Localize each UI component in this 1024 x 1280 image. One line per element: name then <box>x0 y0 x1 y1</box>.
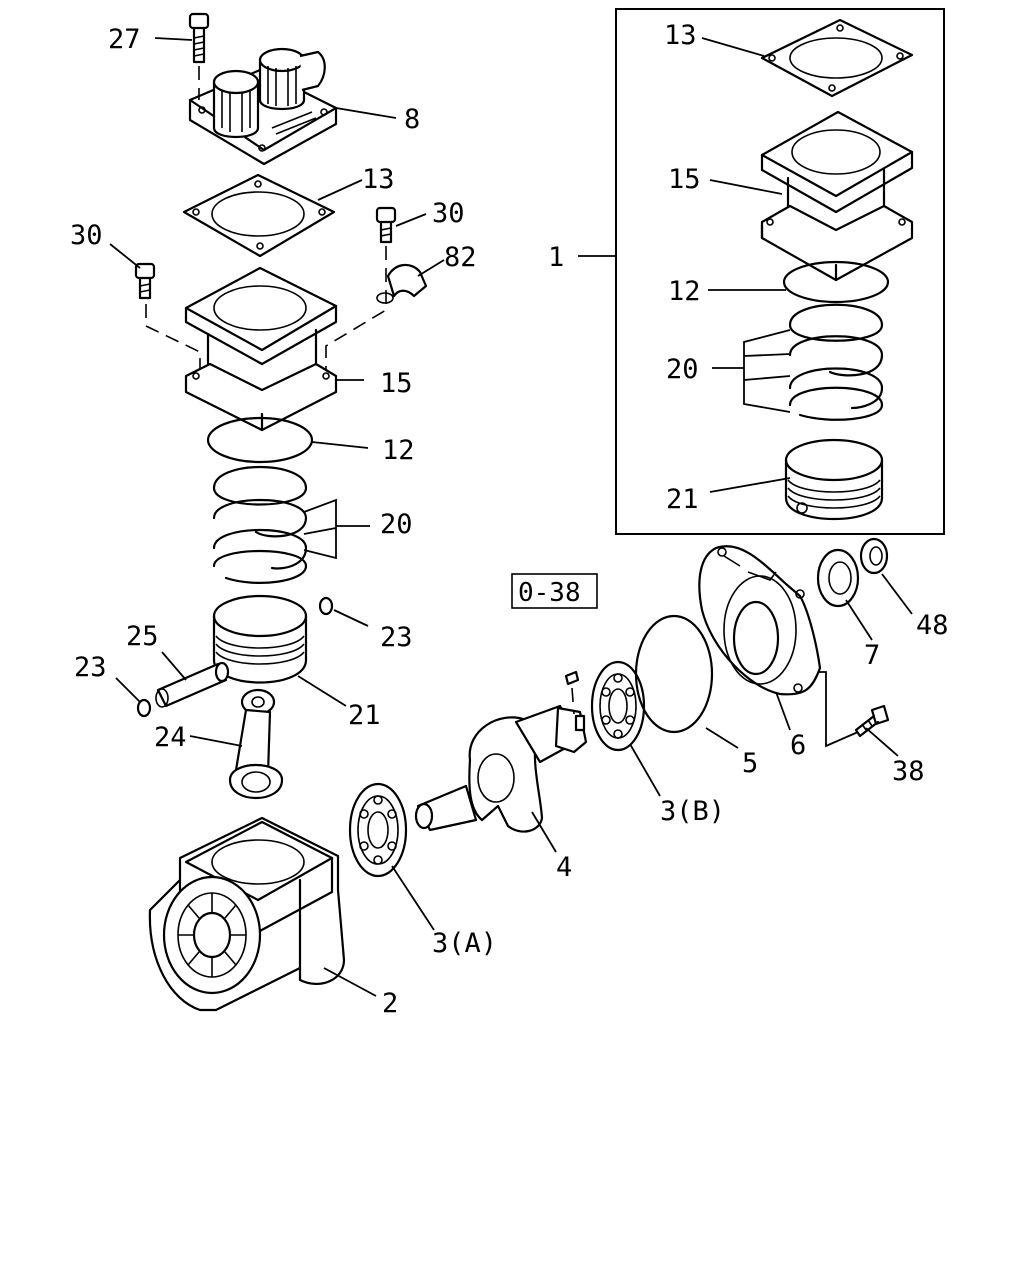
kit-callout-15: 15 <box>668 164 701 195</box>
callout-23-right: 23 <box>380 622 413 653</box>
callout-8: 8 <box>404 104 420 135</box>
kit-piston-21 <box>784 438 884 520</box>
piston-pin-25 <box>155 661 230 708</box>
cylinder-head-8 <box>188 47 338 166</box>
kit-callout-12: 12 <box>668 276 701 307</box>
snap-ring-23-left <box>136 698 152 718</box>
kit-piston-rings-20 <box>788 303 884 421</box>
callout-48: 48 <box>916 610 949 641</box>
cylinder-15 <box>184 266 338 432</box>
gasket-12 <box>206 416 314 464</box>
kit-gasket-12 <box>782 260 890 304</box>
callout-27: 27 <box>108 24 141 55</box>
gasket-13 <box>182 173 336 258</box>
callout-30-right: 30 <box>432 198 465 229</box>
oil-seal-7 <box>816 548 860 608</box>
crankcase-2 <box>148 816 346 1012</box>
callout-23-left: 23 <box>74 652 107 683</box>
bolt-30-left <box>134 262 201 376</box>
bolt-38 <box>854 704 890 738</box>
callout-6: 6 <box>790 730 806 761</box>
callout-30-left: 30 <box>70 220 103 251</box>
piston-rings-20 <box>212 466 308 584</box>
kit-callout-21: 21 <box>666 484 699 515</box>
bearing-3b <box>590 660 646 752</box>
callout-20: 20 <box>380 509 413 540</box>
callout-24: 24 <box>154 722 187 753</box>
kit-box <box>615 8 945 535</box>
bolt-27 <box>188 12 210 100</box>
callout-13: 13 <box>362 164 395 195</box>
leader-lines <box>109 37 913 997</box>
snap-ring-23-right <box>318 596 334 616</box>
kit-callout-13: 13 <box>664 20 697 51</box>
connecting-rod-24 <box>228 688 284 800</box>
callout-5: 5 <box>742 748 758 779</box>
bearing-cover-6 <box>698 545 822 696</box>
kit-gasket-13 <box>760 18 914 98</box>
callout-38: 38 <box>892 756 925 787</box>
key-0-38 <box>564 670 580 715</box>
bolt-30-right <box>325 206 397 376</box>
bearing-3a <box>348 782 408 878</box>
callout-21: 21 <box>348 700 381 731</box>
clip-82 <box>376 263 428 304</box>
kit-callout-20: 20 <box>666 354 699 385</box>
callout-7: 7 <box>864 640 880 671</box>
callout-82: 82 <box>444 242 477 273</box>
callout-2: 2 <box>382 988 398 1019</box>
callout-15: 15 <box>380 368 413 399</box>
reference-box <box>511 573 598 609</box>
callout-4: 4 <box>556 852 572 883</box>
callout-12: 12 <box>382 435 415 466</box>
reference-box-label: 0-38 <box>518 578 581 608</box>
callout-3a: 3(A) <box>432 928 497 959</box>
callout-25: 25 <box>126 621 159 652</box>
o-ring-5 <box>634 614 714 734</box>
callout-1: 1 <box>548 242 564 273</box>
kit-cylinder-15 <box>760 110 914 282</box>
crankshaft-4 <box>414 704 588 833</box>
washer-48 <box>859 537 889 575</box>
callout-3b: 3(B) <box>660 796 725 827</box>
